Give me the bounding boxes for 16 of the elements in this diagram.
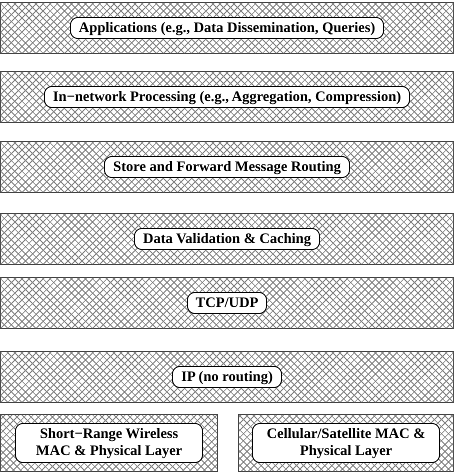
layer-band bbox=[0, 213, 454, 265]
layer-band bbox=[0, 141, 454, 193]
layer-label: Cellular/Satellite MAC & Physical Layer bbox=[252, 423, 440, 463]
layer-label: Data Validation & Caching bbox=[134, 228, 320, 250]
layer-label: In−network Processing (e.g., Aggregation, Compression) bbox=[44, 86, 410, 108]
layer-band bbox=[0, 414, 218, 472]
layer-label: IP (no routing) bbox=[172, 366, 282, 388]
layer-label: Store and Forward Message Routing bbox=[104, 156, 350, 178]
layer-band bbox=[0, 351, 454, 403]
layer-label: Applications (e.g., Data Dissemination, Queries) bbox=[70, 16, 384, 40]
layer-band bbox=[0, 277, 454, 329]
layer-band bbox=[0, 71, 454, 123]
layer-band bbox=[0, 2, 454, 54]
layer-band bbox=[238, 414, 454, 472]
layer-label: Short−Range Wireless MAC & Physical Layer bbox=[15, 423, 203, 463]
layer-label: TCP/UDP bbox=[186, 292, 268, 314]
